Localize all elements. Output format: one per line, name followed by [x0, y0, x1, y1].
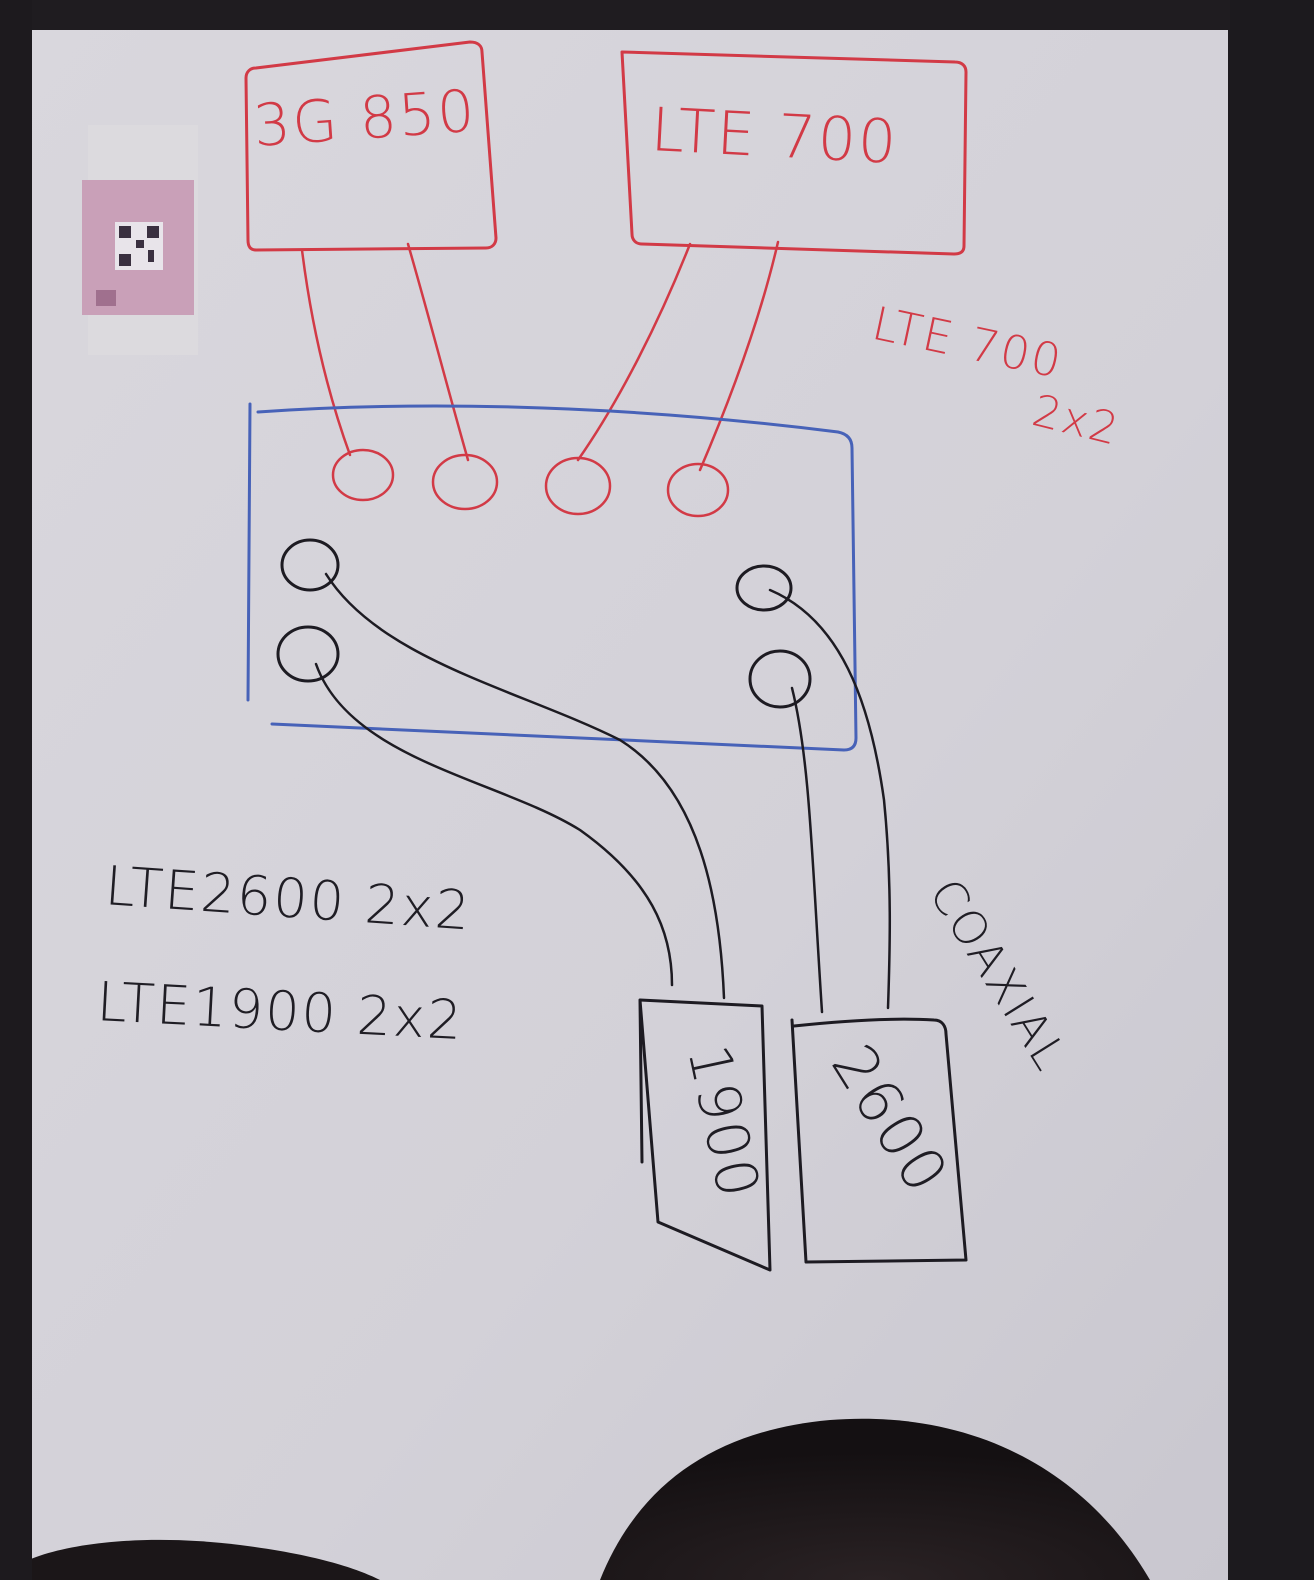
cable-black-1: [324, 572, 726, 1000]
port-red-3: [544, 456, 612, 516]
port-red-2: [431, 453, 499, 511]
box-3g-850: [244, 40, 498, 252]
board-top-frame: [0, 0, 1230, 30]
qr-sticker: [82, 125, 198, 355]
box-1900: [638, 998, 772, 1272]
whiteboard: [30, 28, 1230, 1580]
audience-heads: [0, 0, 1150, 1580]
cable-black-3: [768, 588, 892, 1010]
label-3g-850: 3G 850: [251, 77, 478, 160]
box-2600: [790, 1017, 968, 1264]
port-black-1: [280, 538, 340, 592]
port-black-2: [276, 625, 340, 683]
port-red-1: [331, 448, 395, 502]
box-lte-700: [620, 50, 968, 256]
unit-box: [246, 402, 858, 752]
board-right-frame: [1228, 0, 1314, 1580]
port-red-4: [666, 462, 730, 518]
cable-red-4: [698, 240, 780, 472]
label-lte-700: LTE 700: [649, 95, 900, 178]
cable-red-2: [406, 242, 470, 462]
cable-red-3: [576, 242, 692, 462]
port-black-4: [748, 649, 812, 709]
cable-red-1: [300, 248, 352, 457]
cable-black-2: [314, 662, 674, 987]
cable-black-4: [790, 686, 824, 1014]
port-black-3: [735, 564, 793, 612]
